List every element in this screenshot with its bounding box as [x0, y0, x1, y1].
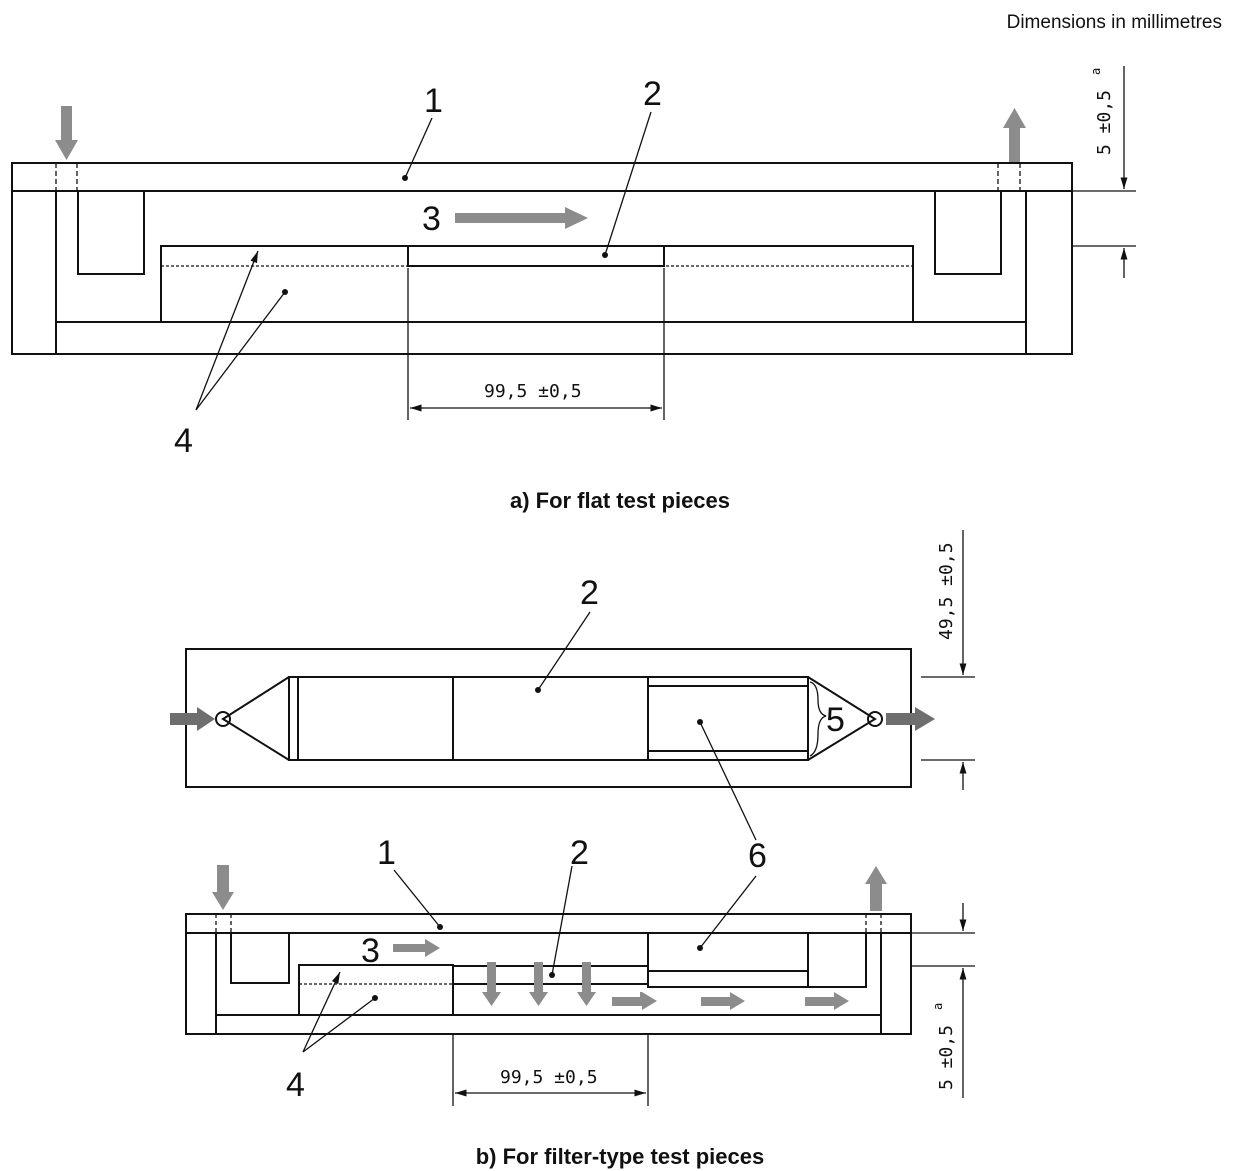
inlet-arrow-top-b — [170, 707, 215, 731]
baffle-right-a — [934, 190, 1002, 275]
figure-a: 1 2 3 4 99,5 ±0,5 5 ±0,5 a — [11, 66, 1136, 460]
dim-gap-a: 5 ±0,5 — [1094, 90, 1115, 155]
inlet-arrow-b — [212, 865, 234, 910]
label-2-top-b: 2 — [580, 574, 599, 612]
support-block-a — [160, 245, 914, 323]
support-right-top-b — [647, 676, 809, 761]
outlet-arrow-top-b — [886, 707, 935, 731]
units-note: Dimensions in millimetres — [1006, 12, 1222, 33]
plate-top-b — [185, 648, 912, 788]
baffle-left-b — [230, 932, 290, 984]
dim-gap-note-b: a — [931, 1003, 945, 1010]
outlet-arrow-b — [865, 866, 887, 911]
flow-arrow-b — [393, 939, 440, 957]
outlet-arrow-a — [1003, 108, 1026, 162]
flow-arrow-2-b — [612, 992, 657, 1010]
outlet-port-b — [867, 711, 883, 727]
lid-b — [185, 913, 912, 934]
support-left-b — [298, 964, 454, 1016]
dim-gap-b: 5 ±0,5 — [936, 1025, 957, 1090]
figure-b-top: 5 2 49,5 ±0,5 — [170, 530, 975, 841]
label-2-a: 2 — [643, 75, 662, 113]
label-4-b: 4 — [286, 1066, 305, 1104]
test-piece-top-b — [452, 676, 649, 761]
label-2-b: 2 — [570, 834, 589, 872]
inlet-port-b — [215, 711, 231, 727]
support-left-top-b — [297, 676, 454, 761]
down-arrow-1-b — [482, 962, 501, 1006]
figure-b-section: 1 2 3 6 4 99,5 ±0,5 5 ±0,5 a — [185, 834, 975, 1106]
flow-arrow-3-b — [701, 992, 745, 1010]
baffle-right-b — [807, 932, 867, 988]
lid-a — [11, 162, 1073, 192]
dim-width-b: 99,5 ±0,5 — [500, 1067, 598, 1088]
support-right-b — [647, 932, 809, 988]
flow-arrow-4-b — [805, 992, 849, 1010]
housing-b — [185, 932, 912, 1035]
label-4-a: 4 — [174, 422, 193, 460]
caption-b: b) For filter-type test pieces — [475, 1144, 765, 1169]
label-5-b: 5 — [826, 701, 845, 739]
label-1-a: 1 — [424, 82, 443, 120]
dim-width-a: 99,5 ±0,5 — [484, 381, 582, 402]
inlet-arrow-a — [55, 106, 78, 160]
baffle-left-a — [77, 190, 145, 275]
label-1-b: 1 — [377, 834, 396, 872]
label-3-a: 3 — [422, 200, 441, 238]
caption-a: a) For flat test pieces — [509, 488, 731, 513]
test-piece-a — [407, 245, 665, 267]
dim-gap-note-a: a — [1089, 68, 1103, 75]
flow-arrow-a — [455, 207, 588, 229]
dim-height-b: 49,5 ±0,5 — [936, 542, 957, 640]
label-3-b: 3 — [361, 932, 380, 970]
chamber-top-b — [221, 676, 877, 761]
housing-a — [11, 190, 1073, 355]
down-arrow-3-b — [577, 962, 596, 1006]
down-arrow-2-b — [529, 962, 548, 1006]
label-6-b: 6 — [748, 837, 767, 875]
